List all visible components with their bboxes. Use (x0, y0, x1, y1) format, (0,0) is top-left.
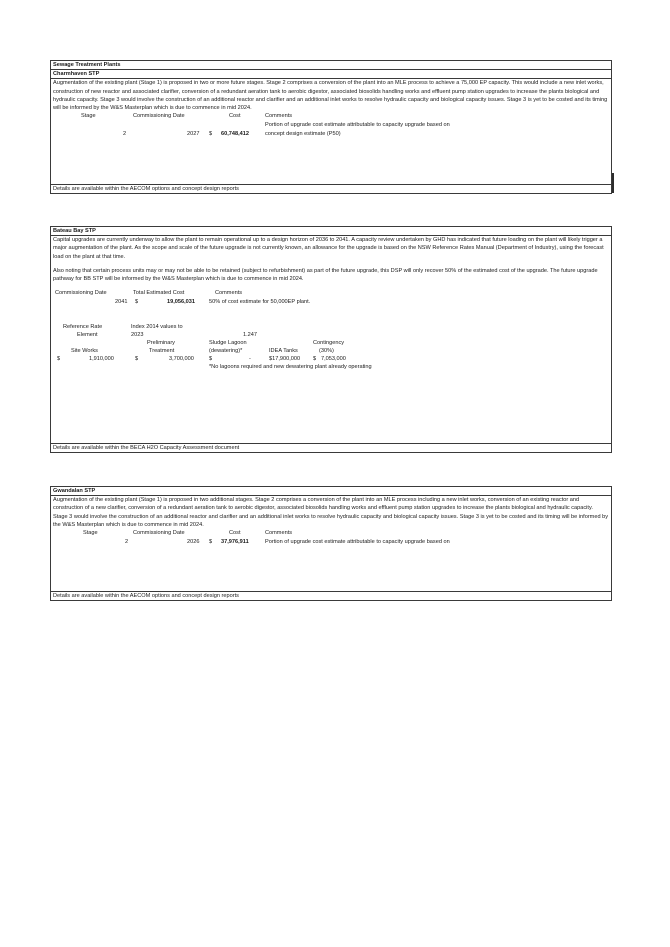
date-value: 2041 (115, 299, 128, 306)
stage-value: 2 (125, 539, 129, 546)
bateau-bay-title: Bateau Bay STP (51, 227, 611, 237)
charmhaven-title: Charmhaven STP (51, 70, 611, 80)
comments-header: Comments (215, 290, 243, 297)
charmhaven-table: Stage Commissioning Date Cost Comments P… (51, 112, 611, 152)
idea-value: $17,900,000 (269, 356, 301, 363)
stage-value: 2 (123, 131, 127, 138)
ref-rate-label: Reference Rate (63, 324, 103, 331)
cost-value: 60,748,412 (221, 131, 249, 138)
gwandalan-footer: Details are available within the AECOM o… (51, 590, 611, 600)
comments-header: Comments (265, 530, 293, 537)
comment-line-1: Portion of upgrade cost estimate attribu… (265, 122, 450, 129)
date-value: 2026 (187, 539, 200, 546)
charmhaven-panel: Sewage Treatment Plants Charmhaven STP A… (50, 60, 614, 194)
contingency-currency: $ (313, 356, 317, 363)
charmhaven-footer: Details are available within the AECOM o… (51, 183, 611, 193)
stage-header: Stage (83, 530, 98, 537)
sludge-value: - (249, 356, 251, 363)
dewatering-header: (dewatering)* (209, 348, 243, 355)
section-title: Sewage Treatment Plants (51, 61, 611, 71)
panel-edge (612, 173, 614, 193)
element-label: Element (77, 332, 98, 339)
sludge-header: Sludge Lagoon (209, 340, 247, 347)
gwandalan-title: Gwandalan STP (51, 487, 611, 497)
date-header: Commissioning Date (55, 290, 107, 297)
prelim-value: 3,700,000 (169, 356, 194, 363)
gwandalan-description: Augmentation of the existing plant (Stag… (53, 497, 609, 528)
date-header: Commissioning Date (133, 530, 185, 537)
gwandalan-panel: Gwandalan STP Augmentation of the existi… (50, 486, 612, 601)
prelim-header: Preliminary (147, 340, 175, 347)
comment-line-2: concept design estimate (P50) (265, 131, 341, 138)
total-value: 19,056,031 (167, 299, 195, 306)
total-header: Total Estimated Cost (133, 290, 185, 297)
contingency-pct: (30%) (319, 348, 334, 355)
bateau-bay-footer: Details are available within the BECA H2… (51, 442, 611, 452)
currency-symbol: $ (209, 539, 213, 546)
cost-header: Cost (229, 113, 241, 120)
contingency-value: 7,053,000 (321, 356, 346, 363)
bateau-bay-para-2: Also noting that certain process units m… (53, 267, 598, 283)
gwandalan-table: Stage Commissioning Date Cost Comments 2… (51, 529, 611, 553)
sludge-currency: $ (209, 356, 213, 363)
idea-header: IDEA Tanks (269, 348, 298, 355)
contingency-header: Contingency (313, 340, 345, 347)
bateau-bay-rates-table: Reference Rate Index 2014 values to Elem… (51, 323, 611, 389)
site-value: 1,910,000 (89, 356, 114, 363)
prelim-currency: $ (135, 356, 139, 363)
index-value: 1.247 (243, 332, 257, 339)
comment-value: 50% of cost estimate for 50,000EP plant. (209, 299, 311, 306)
bateau-bay-para-1: Capital upgrades are currently underway … (53, 237, 604, 260)
comment-value: Portion of upgrade cost estimate attribu… (265, 539, 450, 546)
site-currency: $ (57, 356, 61, 363)
cost-value: 37,976,911 (221, 539, 249, 546)
index-label: Index 2014 values to (131, 324, 183, 331)
lagoon-note: *No lagoons required and new dewatering … (209, 364, 372, 371)
currency-symbol: $ (209, 131, 213, 138)
date-header: Commissioning Date (133, 113, 185, 120)
bateau-bay-panel: Bateau Bay STP Capital upgrades are curr… (50, 226, 612, 453)
bateau-bay-cost-table: Commissioning Date Total Estimated Cost … (51, 289, 611, 311)
currency-symbol: $ (135, 299, 139, 306)
site-works-header: Site Works (71, 348, 98, 355)
treatment-header: Treatment (149, 348, 175, 355)
cost-header: Cost (229, 530, 241, 537)
charmhaven-description: Augmentation of the existing plant (Stag… (53, 80, 608, 112)
date-value: 2027 (187, 131, 200, 138)
index-year: 2023 (131, 332, 144, 339)
stage-header: Stage (81, 113, 96, 120)
comments-header: Comments (265, 113, 293, 120)
